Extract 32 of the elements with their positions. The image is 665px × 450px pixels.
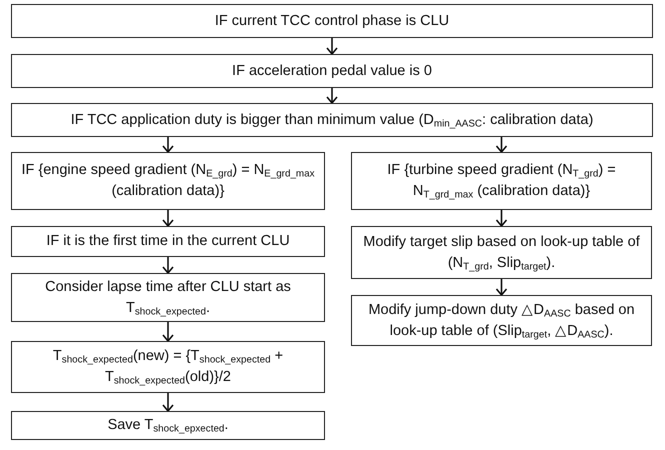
arrow bbox=[496, 279, 508, 296]
arrow bbox=[162, 257, 174, 274]
step-text: IF current TCC control phase is CLU bbox=[214, 12, 450, 31]
step-text: IF TCC application duty is bigger than minimum value (D$_{min_AASC}$: calibration data) bbox=[70, 110, 594, 130]
arrow bbox=[162, 393, 174, 412]
process-box bbox=[11, 341, 325, 393]
arrow bbox=[326, 88, 338, 104]
process-box bbox=[11, 411, 325, 440]
process-box bbox=[351, 226, 652, 279]
step-text: Modify target slip based on look-up table of (N$_{T_grd}$, Slip$_{target}$). bbox=[362, 232, 641, 274]
arrow bbox=[162, 322, 174, 342]
arrow bbox=[162, 210, 174, 227]
process-box bbox=[351, 152, 652, 210]
step-text: Modify jump-down duty △D$_{AASC}$ based on look-up table of (Slip$_{target}$, △D$_{AASC}$). bbox=[367, 300, 636, 342]
arrow bbox=[496, 137, 508, 153]
step-text: IF it is the first time in the current CLU bbox=[46, 232, 290, 252]
arrow bbox=[326, 38, 338, 55]
arrow bbox=[496, 210, 508, 227]
process-box bbox=[11, 103, 653, 137]
process-box bbox=[11, 273, 325, 322]
step-text: Save T$_{shock_epxected}$. bbox=[108, 416, 228, 436]
step-text: T$_{shock_expected}$(new) = {T$_{shock_expected}$ + T$_{shock_expected}$(old)}/2 bbox=[52, 347, 284, 388]
process-box bbox=[11, 226, 325, 257]
step-text: Consider lapse time after CLU start as T$_{shock_expected}$. bbox=[44, 278, 292, 318]
step-text: IF acceleration pedal value is 0 bbox=[232, 62, 432, 81]
step-text: IF {turbine speed gradient (N$_{T_grd}$) = N$_{T_grd_max}$ (calibration data)} bbox=[386, 161, 617, 202]
step-text: IF {engine speed gradient (N$_{E_grd}$) = N$_{E_grd_max}$ (calibration data)} bbox=[20, 161, 316, 201]
process-box bbox=[11, 4, 653, 38]
process-box bbox=[351, 295, 652, 346]
process-box bbox=[11, 152, 325, 210]
arrow bbox=[162, 137, 174, 153]
process-box bbox=[11, 54, 653, 88]
